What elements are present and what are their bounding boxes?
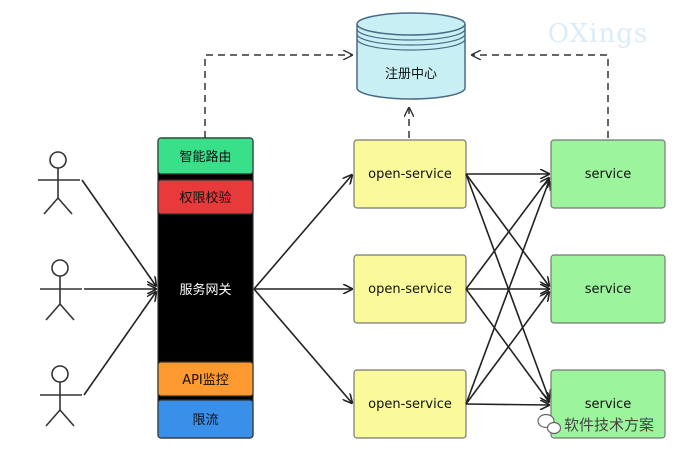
gateway-module-routing <box>157 137 254 175</box>
user-figure <box>38 151 80 215</box>
service-box <box>550 139 666 209</box>
user-arrow <box>83 292 156 396</box>
gateway-label: 服务网关 <box>179 282 231 298</box>
services: service service service <box>550 139 666 439</box>
watermark-bottom-text: 软件技术方案 <box>564 416 654 434</box>
users <box>38 151 82 427</box>
user-arrow <box>81 179 156 286</box>
gateway-to-registry-link <box>204 55 352 138</box>
open-services: open-service open-service open-service <box>353 139 467 439</box>
gateway-module-auth <box>157 179 254 215</box>
gateway-module-ratelimit-label: 限流 <box>192 413 218 428</box>
open-service-label: open-service <box>368 282 452 297</box>
gateway-arrow <box>253 288 352 403</box>
registry-center: 注册中心 <box>356 12 466 100</box>
user-to-gateway-arrows <box>81 179 156 396</box>
gateway-arrow <box>253 175 352 290</box>
service-box <box>550 254 666 324</box>
service-label: service <box>585 397 632 412</box>
service-label: service <box>585 167 632 182</box>
service-gateway: 智能路由 权限校验 服务网关 API监控 限流 <box>157 137 254 439</box>
user-figure <box>40 365 82 427</box>
gateway-to-open-service-arrows <box>253 175 352 403</box>
service-to-registry-link <box>472 55 609 138</box>
open-service-label: open-service <box>368 397 452 412</box>
registry-connections <box>204 55 609 138</box>
watermark-top: OXings <box>548 19 648 49</box>
registry-label: 注册中心 <box>385 67 437 82</box>
user-figure <box>40 259 82 321</box>
gateway-module-monitor <box>157 361 254 397</box>
gateway-module-routing-label: 智能路由 <box>179 149 231 165</box>
open-service-label: open-service <box>368 167 452 182</box>
registry-top <box>356 12 466 36</box>
registry-body <box>356 24 466 100</box>
gateway-module-monitor-label: API监控 <box>182 373 229 388</box>
watermark-bottom: 软件技术方案 <box>537 413 654 435</box>
open-service-to-service-arrows <box>465 174 549 405</box>
gateway-module-auth-label: 权限校验 <box>179 190 231 206</box>
service-box <box>550 369 666 439</box>
wechat-icon <box>537 413 562 435</box>
gateway-module-ratelimit <box>157 399 254 439</box>
service-label: service <box>585 282 632 297</box>
